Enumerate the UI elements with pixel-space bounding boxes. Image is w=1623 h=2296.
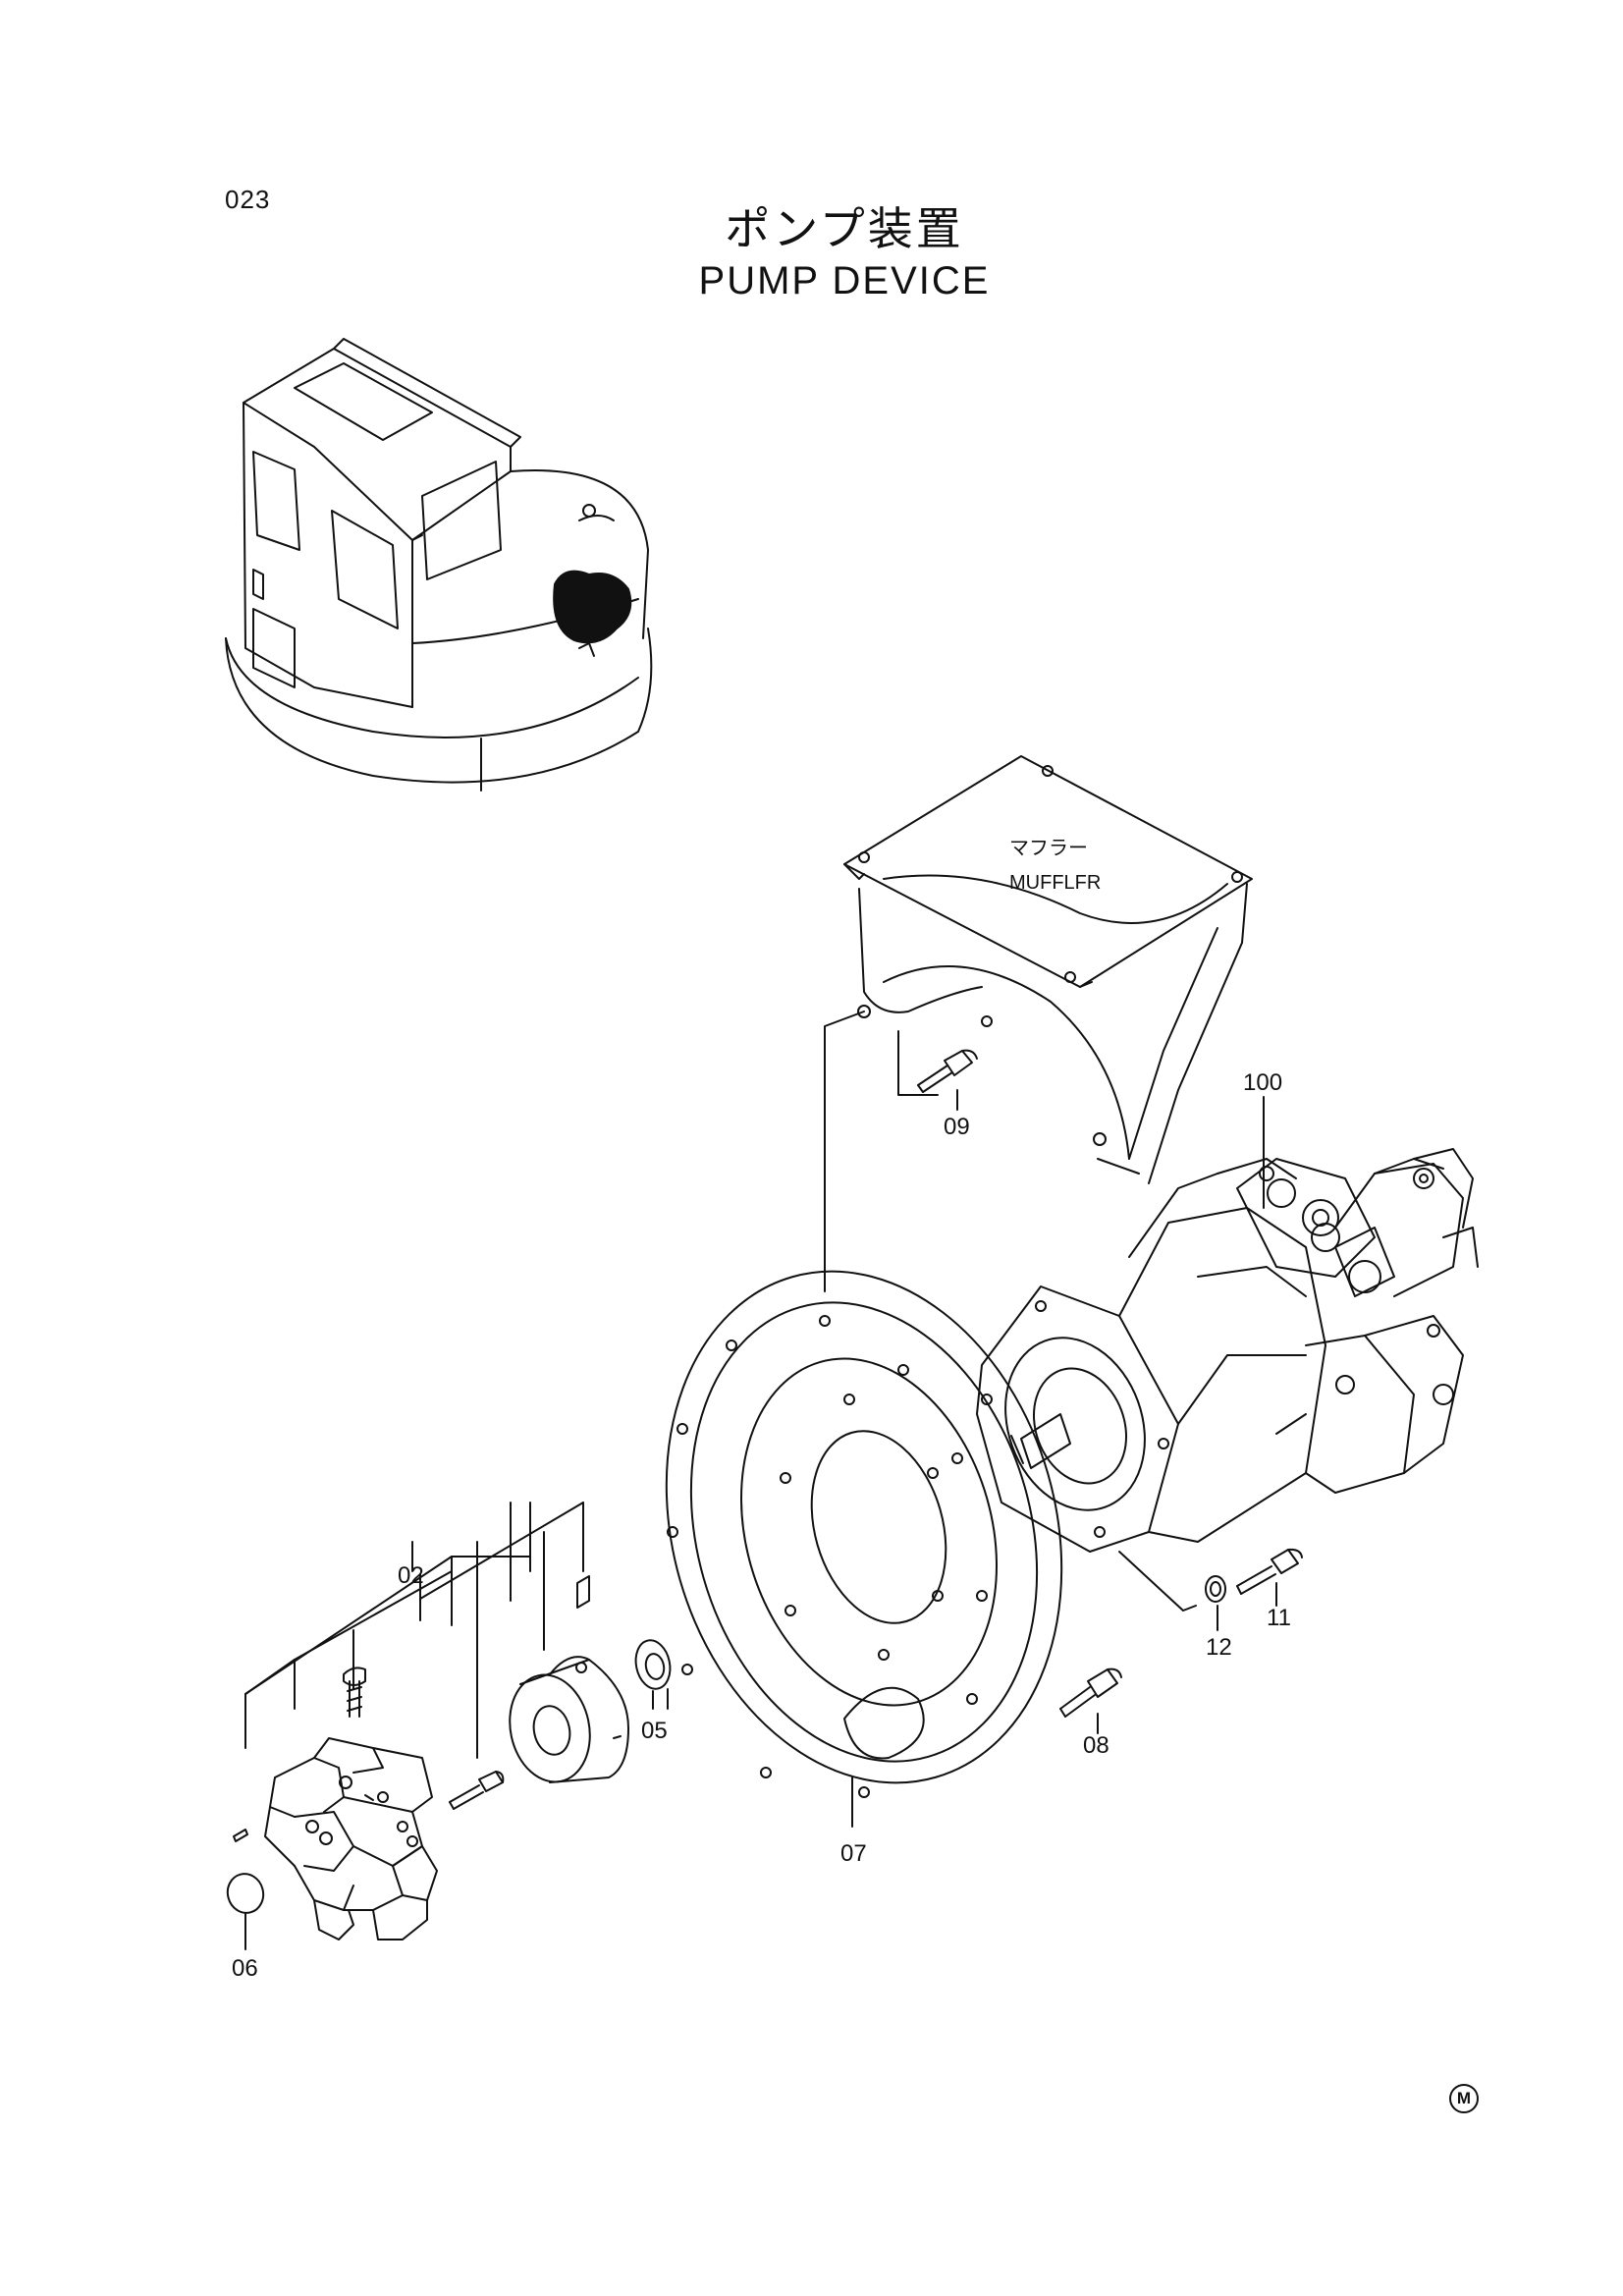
callout-02: 02 (398, 1562, 424, 1589)
coupling-callout-bracket (244, 1502, 584, 1759)
coupling-bolt (449, 1771, 505, 1810)
title-english: PUMP DEVICE (698, 259, 991, 302)
callout-06: 06 (232, 1955, 258, 1982)
coupling-hub (509, 1575, 629, 1783)
callout-100: 100 (1243, 1069, 1282, 1096)
muffler-label-japanese: マフラー (1009, 838, 1088, 859)
callout-05: 05 (641, 1718, 668, 1744)
hydraulic-pump (976, 1096, 1479, 1612)
seal-05 (634, 1639, 672, 1710)
muffler-label-english: MUFFLFR (1009, 872, 1101, 894)
page-number: 023 (225, 185, 271, 214)
coupling-element (264, 1737, 438, 1941)
machine-overview-illustration (225, 338, 653, 792)
page-title: ポンプ装置 PUMP DEVICE (589, 202, 1100, 306)
callout-08: 08 (1083, 1732, 1109, 1759)
plug-06 (226, 1873, 265, 1950)
muffler-cover (824, 755, 1253, 1292)
bolt-08 (1059, 1667, 1122, 1734)
pin (233, 1829, 248, 1842)
corner-mark: M (1449, 2084, 1479, 2113)
set-screw (343, 1667, 366, 1718)
bolt-11 (1236, 1548, 1303, 1607)
washer-12 (1205, 1575, 1226, 1631)
callout-09: 09 (944, 1114, 970, 1140)
callout-11: 11 (1267, 1605, 1291, 1631)
callout-12: 12 (1206, 1634, 1232, 1661)
title-japanese: ポンプ装置 (725, 202, 964, 255)
pump-flange (665, 1270, 1063, 1828)
bolt-09 (897, 1030, 978, 1111)
callout-07: 07 (840, 1840, 867, 1867)
